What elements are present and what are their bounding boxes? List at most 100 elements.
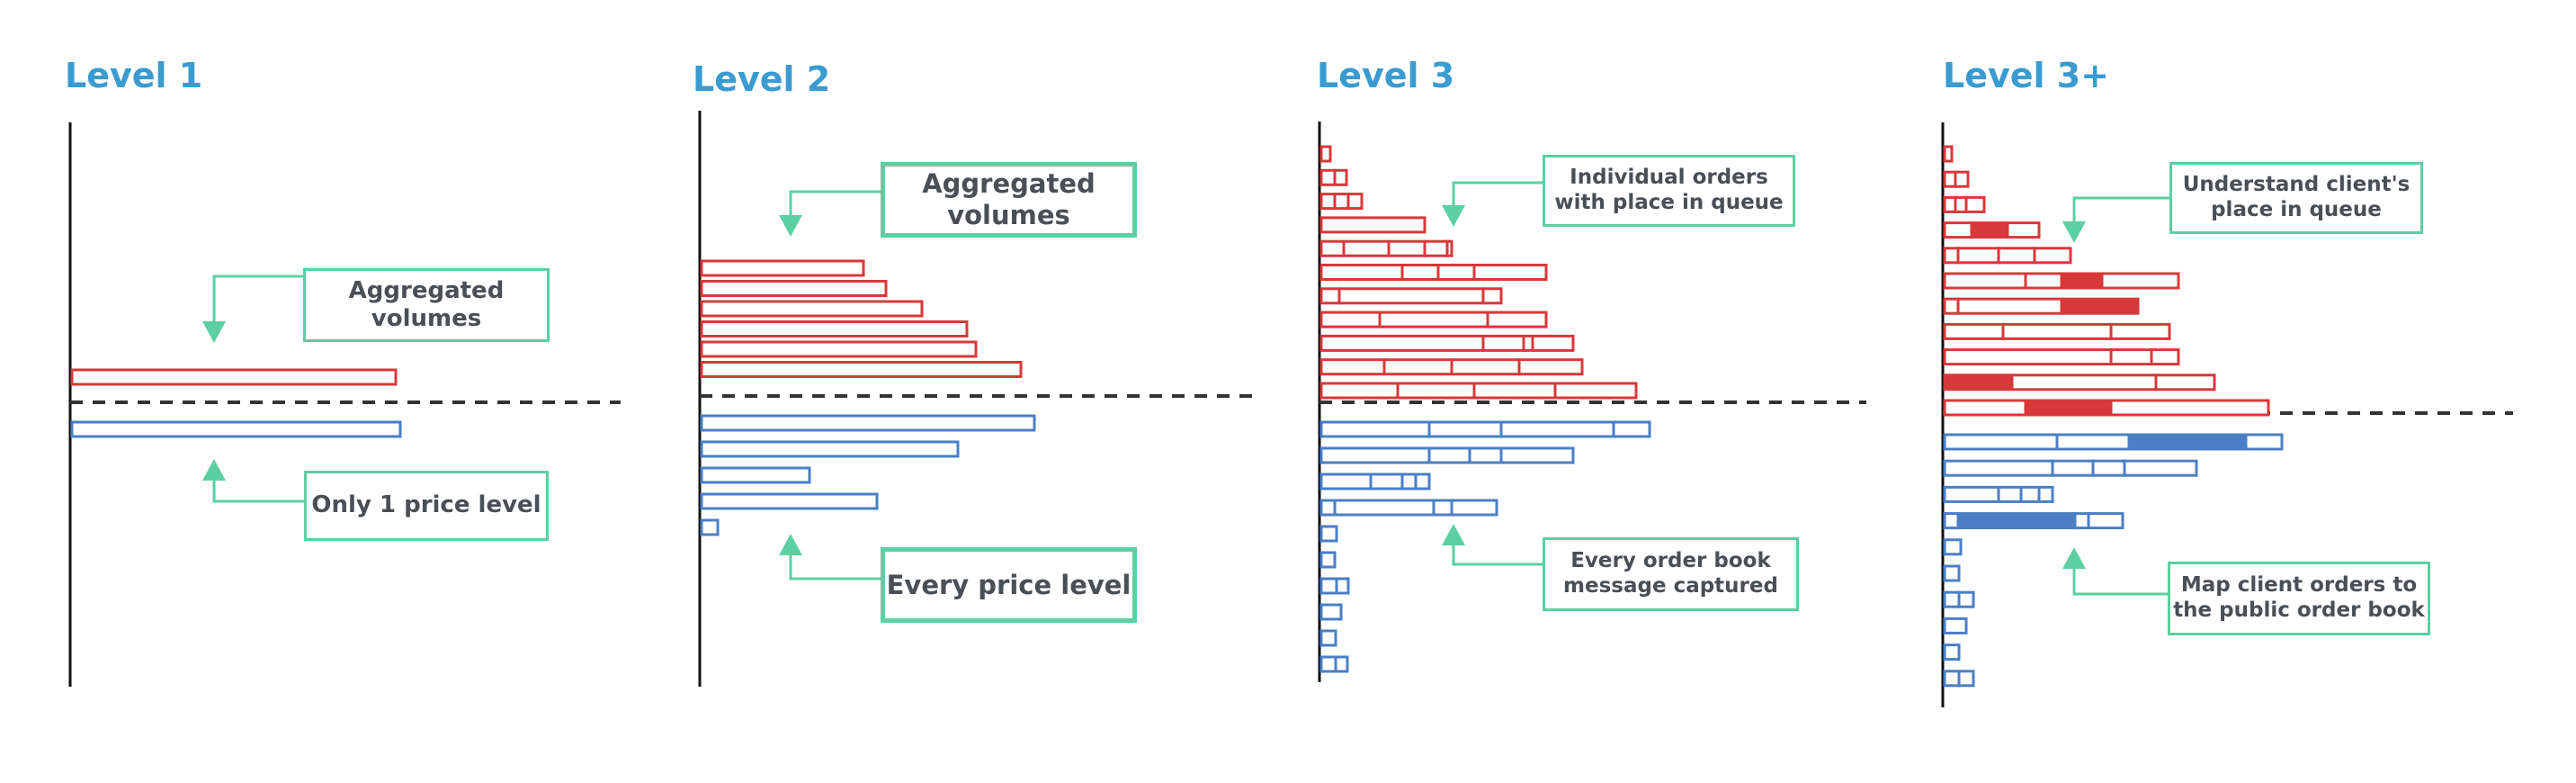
level-3-bids-row-0-order-2 (1499, 420, 1615, 438)
level-3-asks-row-6-order-1 (1337, 287, 1485, 305)
level-3-plus-asks-row-3-order-1 (1970, 221, 2009, 239)
level-3-asks-row-1-order-1 (1333, 168, 1348, 186)
panel-title-level-2: Level 2 (693, 59, 831, 99)
level-3-asks-row-4-order-3 (1423, 239, 1449, 257)
level-3-asks-row-2-order-0 (1319, 193, 1337, 211)
level-3-asks-row-9-order-1 (1382, 358, 1453, 376)
level-2-asks-row-4-order-0 (700, 340, 978, 358)
level-2-bids-row-1-order-0 (700, 440, 960, 458)
level-3-asks-row-4-order-1 (1342, 239, 1391, 257)
level-3-asks-row-10-order-2 (1472, 382, 1557, 400)
level-3-plus-bids-row-8-order-0 (1943, 644, 1961, 662)
level-3-plus-asks-row-6-order-1 (1956, 297, 2063, 315)
level-3-plus-asks-row-8-order-0 (1943, 348, 2113, 366)
level-3-bids-row-0-order-0 (1319, 420, 1431, 438)
level-2-bids-row-2-order-0 (700, 466, 811, 484)
level-3-bids-row-6-order-1 (1335, 577, 1350, 595)
level-3-plus-asks-row-9-order-1 (2010, 374, 2158, 392)
level-3-asks-row-6-order-2 (1481, 287, 1503, 305)
level-3-plus-asks-row-4-order-3 (2033, 247, 2072, 265)
level-3-asks-row-10-order-1 (1396, 382, 1476, 400)
level-3-bids-row-1-order-1 (1427, 446, 1471, 464)
level-3-bids-callout-arrowhead-icon (1442, 524, 1465, 545)
level-3-plus-bids-row-3-order-1 (1956, 512, 2077, 530)
callout-level-1-bids: Only 1 price level (304, 471, 549, 541)
level-2-asks-row-5-order-0 (700, 361, 1023, 378)
level-3-plus-bids-row-2-order-1 (1997, 485, 2023, 503)
level-3-plus-asks-row-9-order-2 (2154, 374, 2216, 392)
level-3-plus-asks-row-10-order-2 (2109, 399, 2270, 417)
level-3-bids-row-0-order-3 (1612, 420, 1651, 438)
level-3-plus-bids-row-0-order-1 (2055, 433, 2131, 451)
level-3-plus-asks-row-6-order-0 (1943, 297, 1960, 315)
level-3-asks-row-5-order-3 (1472, 264, 1548, 281)
level-2-asks-row-1-order-0 (700, 280, 888, 297)
level-3-asks-row-9-order-3 (1517, 358, 1584, 376)
level-2-asks-callout-arrowhead-icon (779, 215, 802, 237)
panel-title-level-3: Level 3 (1317, 56, 1455, 95)
level-3-bids-row-1-order-0 (1319, 446, 1431, 464)
level-3-bids-row-6-order-0 (1319, 577, 1338, 595)
level-1-bids-callout-connector (212, 477, 304, 503)
level-3-bids-row-2-order-3 (1414, 472, 1431, 490)
level-3-plus-bids-row-0-order-3 (2244, 433, 2284, 451)
level-3-plus-bids-row-5-order-0 (1943, 564, 1961, 582)
level-3-asks-row-7-order-1 (1378, 310, 1489, 328)
level-3-plus-bids-row-6-order-1 (1957, 590, 1975, 608)
level-3-plus-bids-row-9-order-1 (1957, 670, 1975, 688)
level-3-asks-callout-connector (1452, 181, 1543, 209)
level-1-bids-row-0-order-0 (70, 420, 402, 438)
level-3-plus-asks-row-7-order-2 (2109, 322, 2171, 340)
level-3-bids-callout-connector (1452, 542, 1543, 566)
level-3-plus-asks-row-4-order-0 (1943, 247, 1960, 265)
level-3-asks-row-4-order-4 (1445, 239, 1453, 257)
level-3-asks-row-2-order-2 (1346, 193, 1364, 211)
level-3-asks-row-2-order-1 (1333, 193, 1350, 211)
callout-level-3-asks: Individual orders with place in queue (1543, 155, 1795, 227)
level-3-plus-bids-callout-connector (2072, 565, 2168, 596)
level-3-bids-row-3-order-2 (1432, 499, 1453, 517)
level-3-plus-asks-row-5-order-1 (2024, 272, 2063, 290)
level-3-plus-bids-row-1-order-2 (2091, 459, 2126, 477)
level-3-bids-row-3-order-3 (1450, 499, 1498, 517)
level-3-plus-asks-row-3-order-0 (1943, 221, 1973, 239)
level-3-plus-asks-row-2-order-2 (1964, 195, 1986, 213)
level-3-asks-row-8-order-0 (1319, 334, 1485, 352)
level-3-asks-row-6-order-0 (1319, 287, 1341, 305)
level-3-plus-asks-callout-arrowhead-icon (2062, 221, 2086, 243)
level-3-plus-bids-row-4-order-0 (1943, 538, 1963, 556)
level-3-bids-row-3-order-0 (1319, 499, 1337, 517)
callout-level-2-asks: Aggregated volumes (881, 162, 1137, 238)
level-3-bids-row-2-order-1 (1369, 472, 1404, 490)
level-3-bids-row-9-order-0 (1319, 655, 1337, 673)
level-3-plus-asks-row-1-order-1 (1954, 170, 1970, 188)
level-3-plus-bids-row-7-order-0 (1943, 616, 1968, 634)
callout-level-3-bids: Every order book message captured (1543, 537, 1799, 611)
level-3-asks-row-3-order-0 (1319, 216, 1427, 234)
level-3-bids-row-2-order-0 (1319, 472, 1373, 490)
level-3-asks-row-5-order-2 (1436, 264, 1476, 281)
level-3-plus-bids-row-3-order-2 (2073, 512, 2090, 530)
level-3-plus-asks-row-0-order-0 (1943, 145, 1954, 163)
level-3-plus-bids-row-2-order-2 (2019, 485, 2041, 503)
level-2-asks-row-3-order-0 (700, 320, 969, 338)
level-3-bids-row-3-order-1 (1333, 499, 1436, 517)
level-1-asks-row-0-order-0 (70, 368, 398, 386)
level-2-bids-row-4-order-0 (700, 518, 720, 536)
callout-level-2-bids: Every price level (881, 547, 1137, 623)
panel-title-level-1: Level 1 (65, 56, 203, 95)
level-3-plus-bids-row-0-order-0 (1943, 433, 2059, 451)
level-3-plus-asks-row-6-order-2 (2060, 297, 2140, 315)
level-3-plus-asks-row-4-order-2 (1997, 247, 2036, 265)
level-3-bids-row-4-order-0 (1319, 525, 1338, 543)
level-1-asks-callout-arrowhead-icon (202, 321, 226, 343)
level-3-asks-row-10-order-3 (1553, 382, 1638, 400)
level-3-asks-row-7-order-0 (1319, 310, 1382, 328)
level-3-plus-bids-row-1-order-1 (2051, 459, 2095, 477)
level-3-asks-row-10-order-0 (1319, 382, 1400, 400)
callout-level-1-asks: Aggregated volumes (303, 268, 550, 342)
level-3-bids-row-5-order-0 (1319, 551, 1337, 569)
level-3-plus-asks-row-2-order-1 (1954, 195, 1968, 213)
level-3-bids-row-8-order-0 (1319, 629, 1337, 647)
